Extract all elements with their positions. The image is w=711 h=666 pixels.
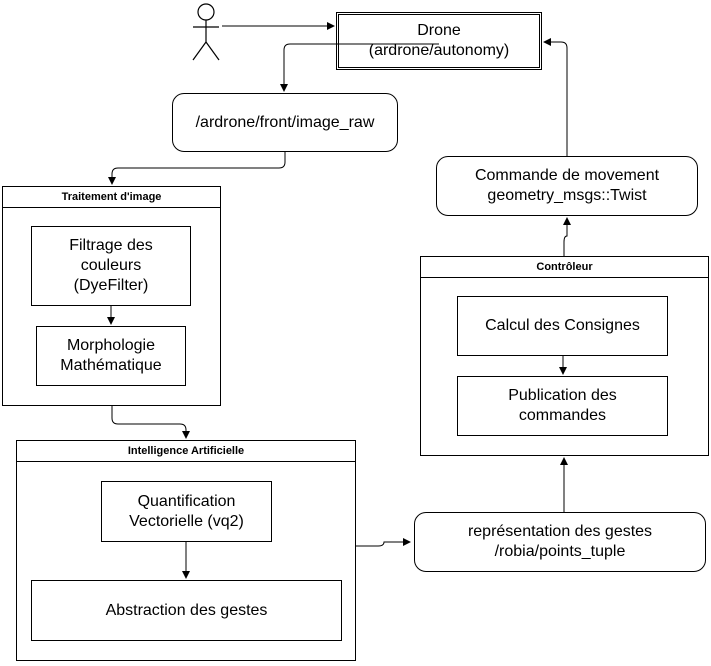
- image-raw-topic-node: /ardrone/front/image_raw: [172, 93, 398, 152]
- drone-node: Drone (ardrone/autonomy): [336, 12, 542, 70]
- filtrage-couleurs-node: Filtrage des couleurs (DyeFilter): [31, 226, 191, 306]
- calcul-consignes-node: Calcul des Consignes: [457, 296, 668, 356]
- abstraction-gestes-node: Abstraction des gestes: [31, 580, 342, 641]
- morphologie-node: Morphologie Mathématique: [36, 326, 186, 386]
- intelligence-artificielle-title: Intelligence Artificielle: [17, 441, 355, 462]
- edge-controleur-commande: [563, 217, 571, 256]
- edge-image-raw-traitement: [108, 152, 286, 185]
- quantification-vectorielle-node: Quantification Vectorielle (vq2): [101, 481, 272, 542]
- publication-commandes-node: Publication des commandes: [457, 376, 668, 436]
- edge-drone-image-raw: [280, 43, 439, 92]
- edge-traitement-ia: [111, 406, 190, 439]
- edge-ia-representation: [356, 538, 411, 547]
- controleur-title: Contrôleur: [421, 257, 708, 278]
- representation-gestes-node: représentation des gestes /robia/points_…: [414, 512, 706, 572]
- actor-figure: [192, 3, 220, 61]
- traitement-image-title: Traitement d'image: [3, 187, 220, 208]
- edge-commande-drone: [543, 38, 568, 156]
- commande-mouvement-node: Commande de movement geometry_msgs::Twis…: [436, 156, 698, 216]
